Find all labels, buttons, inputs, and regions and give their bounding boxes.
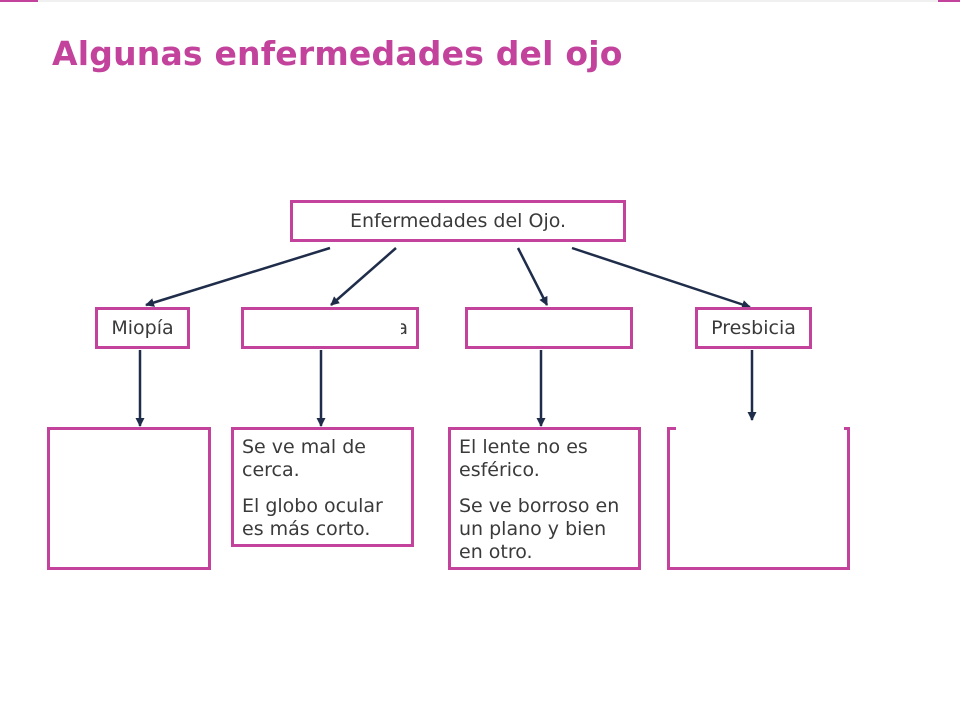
node-branch-2-label: a	[396, 317, 408, 339]
description-3-line-1: El lente no es esférico.	[459, 436, 588, 481]
blank-top-edge-mask-presbicia	[676, 427, 844, 430]
description-box-branch-3: El lente no es esférico. Se ve borroso e…	[448, 427, 641, 570]
arrow-root-to-miopia	[145, 246, 331, 307]
description-2-line-2: El globo ocular es más corto.	[242, 495, 383, 540]
root-node: Enfermedades del Ojo.	[290, 200, 626, 242]
blank-label-mask-3	[479, 316, 625, 346]
description-3-line-2: Se ve borroso en un plano y bien en otro…	[459, 495, 620, 563]
description-box-branch-2: Se ve mal de cerca. El globo ocular es m…	[231, 427, 414, 547]
slide-corner-mark-right	[938, 0, 960, 2]
description-box-presbicia	[667, 427, 850, 570]
node-miopia-label: Miopía	[111, 317, 174, 339]
node-presbicia: Presbicia	[695, 307, 812, 349]
description-2-line-1: Se ve mal de cerca.	[242, 436, 366, 481]
slide-top-rule	[0, 0, 960, 2]
arrow-root-to-branch-2	[330, 247, 397, 306]
arrow-root-to-presbicia	[571, 246, 751, 309]
arrow-root-to-branch-3	[516, 247, 549, 306]
slide-corner-mark-left	[0, 0, 38, 2]
node-miopia: Miopía	[95, 307, 190, 349]
node-presbicia-label: Presbicia	[711, 317, 796, 339]
description-box-miopia	[47, 427, 211, 570]
blank-label-mask-2	[255, 316, 401, 346]
root-node-label: Enfermedades del Ojo.	[349, 210, 567, 232]
slide-title: Algunas enfermedades del ojo	[52, 34, 623, 73]
